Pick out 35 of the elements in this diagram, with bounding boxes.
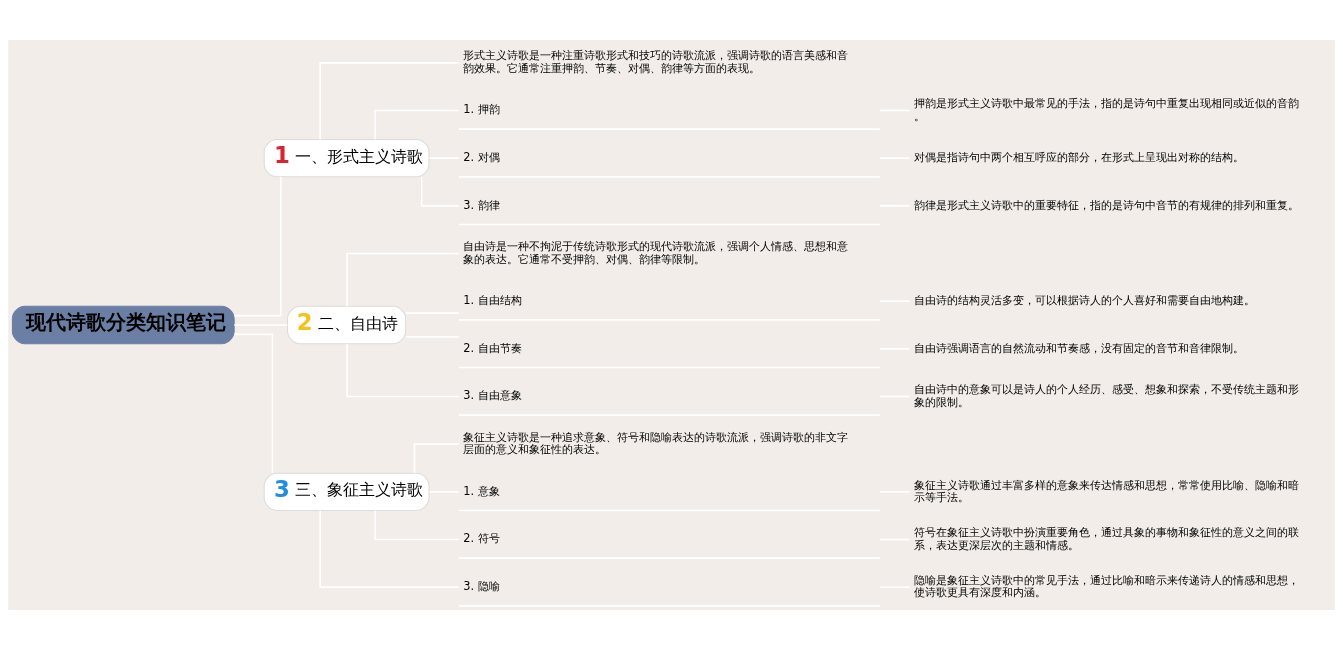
node-box: 现代诗歌分类知识笔记 (11, 305, 235, 345)
node-text: 押韵是形式主义诗歌中最常见的手法，指的是诗句中重复出现相同或近似的音韵。 (914, 96, 1300, 123)
node-text: 2. 符号 (463, 531, 500, 546)
connector (374, 509, 460, 541)
node-text: 1. 自由结构 (463, 293, 522, 308)
node-text: 自由诗强调语言的自然流动和节奏感，没有固定的音节和音律限制。 (914, 340, 1245, 355)
connector (319, 509, 460, 589)
connector (346, 342, 460, 398)
node-text: 对偶是指诗句中两个相互呼应的部分，在形式上呈现出对称的结构。 (914, 150, 1245, 165)
node-text: 象征主义诗歌是一种追求意象、符号和隐喻表达的诗歌流派，强调诗歌的非文字层面的意义和象征性的表达。 (463, 429, 849, 457)
node-text: 2. 对偶 (463, 150, 500, 165)
node-text: 自由诗是一种不拘泥于传统诗歌形式的现代诗歌流派，强调个人情感、思想和意象的表达。它通常不受押韵、对偶、韵律等限制。 (463, 239, 849, 266)
node-text: 3. 自由意象 (463, 388, 522, 403)
node-text: 1. 意象 (463, 483, 500, 498)
node-box: 2 二、自由诗 (287, 305, 407, 345)
node-text: 形式主义诗歌是一种注重诗歌形式和技巧的诗歌流派，强调诗歌的语言美感和音韵效果。它通常注重押韵、节奏、对偶、韵律等方面的表现。 (463, 48, 849, 75)
node-text: 自由诗的结构灵活多变，可以根据诗人的个人喜好和需要自由地构建。 (914, 293, 1256, 308)
connector (319, 61, 460, 141)
node-text: 3. 韵律 (463, 197, 500, 212)
node-text: 象征主义诗歌通过丰富多样的意象来传达情感和思想，常常使用比喻、隐喻和暗示等手法。 (914, 477, 1300, 504)
connector (233, 333, 274, 474)
node-text: 符号在象征主义诗歌中扮演重要角色，通过具象的事物和象征性的意义之间的联系，表达更深层次的主题和情感。 (914, 525, 1300, 552)
connector (420, 176, 460, 207)
node-text: 韵律是形式主义诗歌中的重要特征，指的是诗句中音节的有规律的排列和重复。 (914, 197, 1300, 212)
node-text: 3. 隐喻 (463, 579, 500, 594)
node-box: 3 三、象征主义诗歌 (263, 472, 430, 512)
connector (374, 109, 460, 141)
node-text: 1. 押韵 (463, 102, 500, 117)
node-text: 自由诗中的意象可以是诗人的个人经历、感受、想象和探索，不受传统主题和形象的限制。 (914, 382, 1300, 409)
node-text: 隐喻是象征主义诗歌中的常见手法，通过比喻和暗示来传递诗人的情感和思想，使诗歌更具有深度和内涵。 (914, 572, 1300, 600)
connector (413, 443, 460, 474)
node-text: 2. 自由节奏 (463, 340, 522, 355)
connector (233, 176, 282, 317)
connector (346, 252, 460, 308)
node-box: 1 一、形式主义诗歌 (263, 138, 430, 178)
